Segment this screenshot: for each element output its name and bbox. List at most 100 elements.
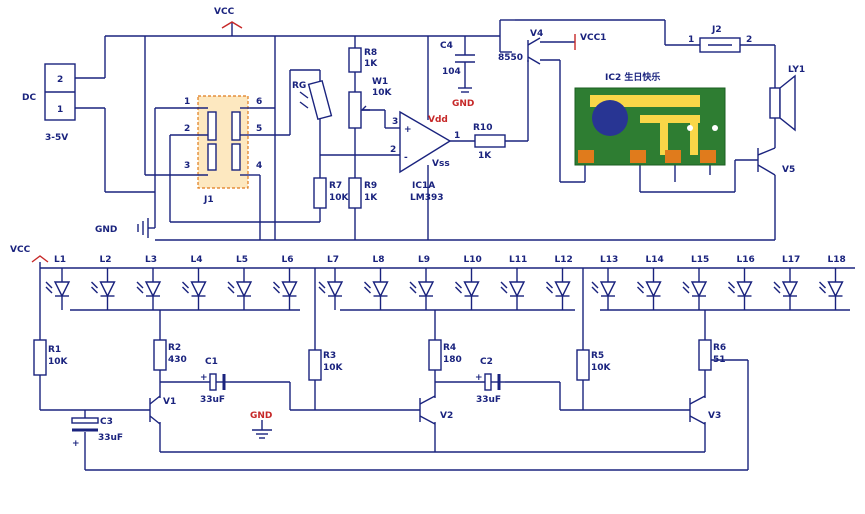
dc-range-label: 3-5V [45,133,68,143]
led-label: L16 [737,255,755,265]
transistor-v1: V1 [149,395,176,425]
jack-j2: J2 1 2 [688,25,752,53]
dc-pin-2: 2 [57,75,63,85]
r3-label: R3 [323,351,336,361]
led-section-wires [39,262,855,471]
r4-label: R4 [443,343,456,353]
c4-label: C4 [440,41,453,51]
v3-label: V3 [708,411,721,421]
transistor-v4: V4 8550 [498,19,543,65]
comp-part: LM393 [410,193,443,203]
j1-pin-3: 3 [184,161,190,171]
led-l15: L15 [682,255,709,310]
j1-pin-1: 1 [184,97,190,107]
r8-label: R8 [364,48,377,58]
r4-value: 180 [443,355,462,365]
vcc-symbol-top: VCC [214,7,243,29]
c1-plus: + [200,373,208,383]
vcc-label-left: VCC [10,245,31,255]
w1-label: W1 [372,77,388,87]
music-ic-pcb: IC2 生日快乐 [574,71,726,166]
comp-plus: + [404,125,412,135]
led-l17: L17 [773,255,800,310]
v5-label: V5 [782,165,795,175]
c3-value: 33uF [98,433,123,443]
vcc-label-top: VCC [214,7,235,17]
r6-value: 51 [713,355,726,365]
r9-value: 1K [364,193,378,203]
transistor-v2: V2 [419,395,453,425]
r5-label: R5 [591,351,604,361]
j1-pin-2: 2 [184,124,190,134]
resistor-r2: R2 430 [153,339,187,371]
led-label: L3 [145,255,157,265]
led-l5: L5 [227,255,253,310]
led-l7: L7 [318,255,344,310]
v4-label: V4 [530,29,543,39]
r7-value: 10K [329,193,350,203]
comp-pin-3: 3 [392,117,398,127]
r7-label: R7 [329,181,342,191]
comp-vdd: Vdd [428,115,448,125]
c3-plus: + [72,439,80,449]
resistor-r7: R7 10K [313,177,350,209]
r1-value: 10K [48,357,69,367]
gnd-label-mid: GND [95,225,117,235]
resistor-r8: R8 1K [348,47,378,73]
v2-label: V2 [440,411,453,421]
v1-label: V1 [163,397,176,407]
j2-label: J2 [711,25,722,35]
led-l18: L18 [819,255,846,310]
led-label: L2 [100,255,112,265]
potentiometer-w1: W1 10K [348,77,393,129]
r5-value: 10K [591,363,612,373]
led-label: L9 [418,255,430,265]
led-label: L17 [782,255,800,265]
c2-label: C2 [480,357,493,367]
chip-blob [592,100,628,136]
gnd-symbol-mid: GND [95,218,149,238]
ly1-label: LY1 [788,65,805,75]
r8-value: 1K [364,59,378,69]
led-label: L5 [236,255,248,265]
led-l16: L16 [728,255,755,310]
capacitor-c2: + C2 33uF [475,357,505,405]
led-l6: L6 [273,255,298,310]
resistor-r3: R3 10K [308,349,344,381]
speaker-ly1: LY1 [769,65,805,132]
switch-j1: 1 2 3 4 5 6 J1 [184,95,262,205]
capacitor-c1: + C1 33uF [200,357,230,405]
led-l11: L11 [500,255,527,310]
c3-label: C3 [100,417,113,427]
j1-pin-4: 4 [256,161,262,171]
c2-plus: + [475,373,483,383]
led-label: L4 [191,255,203,265]
led-label: L10 [464,255,482,265]
led-label: L7 [327,255,339,265]
transistor-v3: V3 [689,395,721,425]
resistor-r5: R5 10K [576,349,612,381]
capacitor-c3: + C3 33uF [71,417,123,449]
dc-label: DC [22,93,36,103]
led-label: L18 [828,255,846,265]
led-l4: L4 [182,255,207,310]
led-label: L13 [600,255,618,265]
comp-minus: - [404,153,408,163]
r6-label: R6 [713,343,726,353]
resistor-r9: R9 1K [348,177,378,209]
r2-value: 430 [168,355,187,365]
photoresistor-rg: RG [292,79,333,121]
dc-pin-1: 1 [57,105,63,115]
vcc1-label: VCC1 [580,33,606,43]
led-label: L6 [282,255,294,265]
led-l12: L12 [546,255,573,310]
led-l2: L2 [91,255,116,310]
j1-pin-6: 6 [256,97,262,107]
led-label: L15 [691,255,709,265]
led-label: L12 [555,255,573,265]
resistor-r1: R1 10K [33,339,69,376]
led-label: L8 [373,255,385,265]
